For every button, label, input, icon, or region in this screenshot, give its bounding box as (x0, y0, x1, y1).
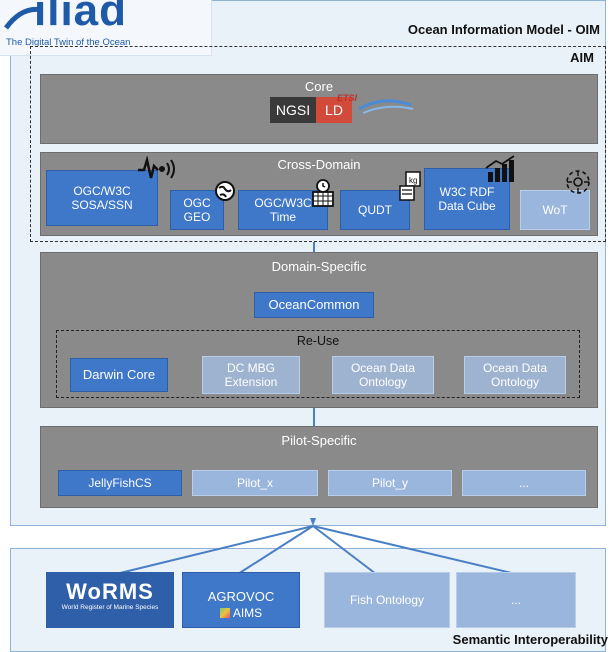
reuse-item-dc-mbg[interactable]: DC MBG Extension (202, 356, 300, 394)
etsi-label: ETSI (337, 93, 358, 103)
logo-tagline: The Digital Twin of the Ocean (6, 37, 131, 48)
logo-name: iliad (34, 0, 128, 35)
aims-badge: AIMS (219, 606, 263, 620)
logo-wave-icon (4, 6, 43, 30)
cross-domain-item-wot[interactable]: WoT (520, 190, 590, 230)
sensor-signal-icon (138, 156, 175, 179)
semantic-item-fish-ontology[interactable]: Fish Ontology (324, 572, 450, 628)
semantic-fan-arrows (115, 518, 517, 575)
worms-subtitle: World Register of Marine Species (61, 604, 159, 611)
domain-specific-title: Domain-Specific (271, 259, 367, 274)
semantic-title: Semantic Interoperability (452, 632, 608, 647)
bar-chart-growth-icon (485, 155, 515, 182)
semantic-item-agrovoc[interactable]: AGROVOC AIMS (182, 572, 300, 628)
core-panel: Core NGSI LD ETSI (40, 74, 598, 144)
reuse-item-darwin-core[interactable]: Darwin Core (70, 358, 168, 392)
cross-domain-title: Cross-Domain (277, 157, 361, 172)
pilot-item-y[interactable]: Pilot_y (328, 470, 452, 496)
ngsi-label: NGSI (270, 97, 316, 123)
semantic-item-worms[interactable]: WoRMS World Register of Marine Species (46, 572, 174, 628)
semantic-item-more[interactable]: ... (456, 572, 576, 628)
cross-domain-item-sosa-ssn[interactable]: OGC/W3C SOSA/SSN (46, 170, 158, 226)
connector-aim-domain (313, 242, 315, 252)
pilot-item-more[interactable]: ... (462, 470, 586, 496)
reuse-title: Re-Use (296, 334, 340, 348)
cross-domain-item-qudt[interactable]: QUDT (340, 190, 410, 230)
globe-icon (215, 181, 235, 201)
svg-text:kg: kg (409, 176, 417, 185)
reuse-item-ocean-data-ontology-1[interactable]: Ocean Data Ontology (332, 356, 434, 394)
cross-domain-item-data-cube[interactable]: W3C RDF Data Cube (424, 168, 510, 230)
ld-label: LD (316, 97, 352, 123)
aim-frame (30, 46, 606, 242)
aim-title: AIM (570, 50, 594, 65)
aims-logo-icon (219, 608, 230, 618)
oim-title: Ocean Information Model - OIM (407, 22, 600, 37)
calendar-clock-icon (312, 179, 334, 207)
cross-domain-item-geo[interactable]: OGC GEO (170, 190, 224, 230)
pilot-specific-title: Pilot-Specific (281, 433, 357, 448)
ocean-common-box[interactable]: OceanCommon (254, 292, 374, 318)
aims-label: AIMS (232, 606, 263, 620)
wot-network-icon (566, 170, 590, 194)
worms-label: WoRMS (66, 579, 154, 604)
core-title: Core (304, 79, 334, 94)
reuse-item-ocean-data-ontology-2[interactable]: Ocean Data Ontology (464, 356, 566, 394)
connector-domain-pilot (313, 408, 315, 426)
measuring-units-icon: kg (399, 171, 421, 201)
agrovoc-label: AGROVOC (207, 589, 275, 604)
etsi-swoosh-icon (358, 99, 414, 114)
pilot-item-x[interactable]: Pilot_x (192, 470, 318, 496)
pilot-item-jellyfishcs[interactable]: JellyFishCS (58, 470, 182, 496)
reuse-frame (56, 330, 580, 398)
